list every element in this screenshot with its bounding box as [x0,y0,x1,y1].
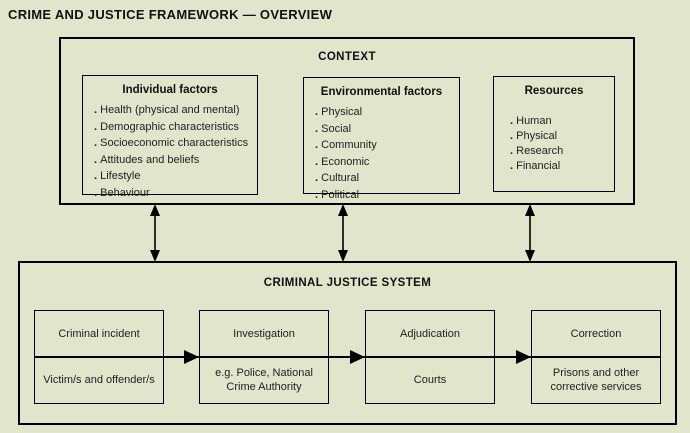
right-arrowhead-icon [516,349,531,364]
resources-box: Resources Human Physical Research Financ… [493,76,615,192]
process-flow-line [34,356,661,358]
list-item: Community [315,137,459,154]
list-item: Attitudes and beliefs [94,152,257,169]
double-arrow-icon [523,204,537,262]
environmental-factors-list: Physical Social Community Economic Cultu… [304,104,459,203]
stage-top-label: Correction [570,327,622,340]
right-arrowhead-icon [184,349,199,364]
stage-adjudication: Adjudication Courts [365,310,495,404]
environmental-factors-heading: Environmental factors [320,86,443,98]
list-item: Financial [510,159,614,174]
context-container: CONTEXT Individual factors Health (physi… [59,37,635,205]
double-arrow-icon [336,204,350,262]
resources-list: Human Physical Research Financial [494,114,614,174]
individual-factors-box: Individual factors Health (physical and … [82,75,258,199]
environmental-factors-box: Environmental factors Physical Social Co… [303,77,460,201]
list-item: Social [315,121,459,138]
context-title: CONTEXT [318,51,376,63]
stage-bottom-label: Victim/s and offender/s [43,373,155,386]
right-arrowhead-icon [350,349,365,364]
individual-factors-heading: Individual factors [122,84,218,96]
list-item: Research [510,144,614,159]
criminal-justice-system-container: CRIMINAL JUSTICE SYSTEM Criminal inciden… [18,261,677,425]
page-title: CRIME AND JUSTICE FRAMEWORK — OVERVIEW [8,7,333,22]
list-item: Behaviour [94,185,257,202]
stage-bottom-label: Prisons and other corrective services [550,366,642,394]
stage-correction: Correction Prisons and other corrective … [531,310,661,404]
resources-heading: Resources [524,85,584,97]
criminal-justice-system-title: CRIMINAL JUSTICE SYSTEM [263,277,432,289]
double-arrow-icon [148,204,162,262]
stage-top-label: Adjudication [400,327,460,340]
list-item: Demographic characteristics [94,119,257,136]
stage-bottom-label: Courts [413,373,447,386]
list-item: Physical [315,104,459,121]
list-item: Lifestyle [94,168,257,185]
stage-investigation: Investigation e.g. Police, National Crim… [199,310,329,404]
individual-factors-list: Health (physical and mental) Demographic… [83,102,257,201]
stage-top-label: Criminal incident [58,327,140,340]
stage-top-label: Investigation [233,327,295,340]
stage-bottom-label: e.g. Police, National Crime Authority [215,366,313,394]
list-item: Health (physical and mental) [94,102,257,119]
list-item: Cultural [315,170,459,187]
stage-criminal-incident: Criminal incident Victim/s and offender/… [34,310,164,404]
list-item: Socioeconomic characteristics [94,135,257,152]
list-item: Economic [315,154,459,171]
list-item: Political [315,187,459,204]
list-item: Physical [510,129,614,144]
list-item: Human [510,114,614,129]
